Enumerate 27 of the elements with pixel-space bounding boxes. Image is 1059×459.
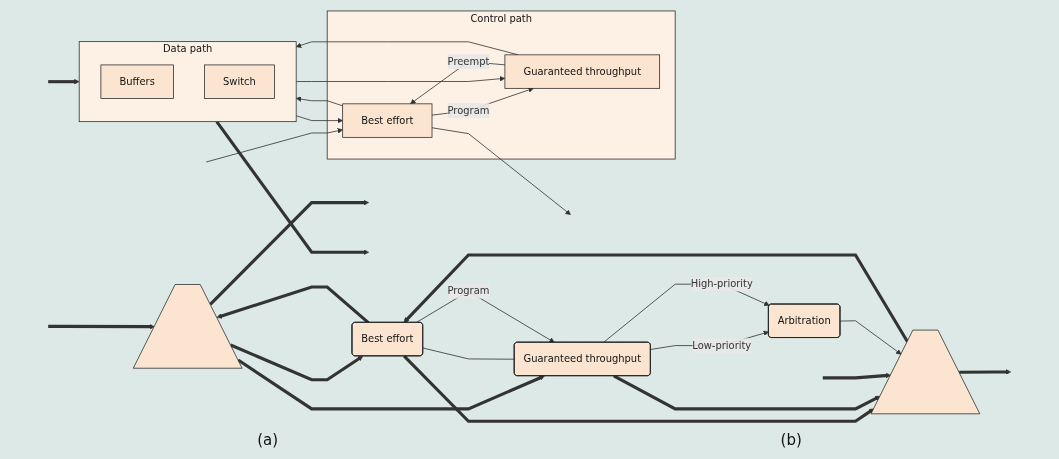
edge-label: Program (447, 103, 490, 119)
edge-label: Preempt (447, 54, 490, 70)
arrow (230, 344, 364, 382)
edge-label: High-priority (690, 277, 753, 292)
arrow (237, 359, 545, 411)
arrow (215, 121, 369, 256)
process-box: Buffers (100, 64, 174, 100)
arrow (48, 79, 80, 85)
process-box: Arbitration (768, 304, 841, 339)
panel-label: (b) (780, 431, 802, 449)
arrow (822, 373, 891, 380)
process-box: Guaranteed throughput (513, 342, 651, 377)
arrow (403, 355, 875, 424)
edge-label: Low-priority (692, 338, 752, 354)
arrow (209, 200, 369, 306)
process-box: Switch (204, 64, 275, 100)
multiplexer-shape (132, 284, 243, 369)
process-box: Guaranteed throughput (504, 54, 661, 90)
multiplexer-shape (870, 330, 981, 415)
process-box: Best effort (342, 103, 433, 139)
arrow (403, 253, 909, 343)
panel-label: (a) (257, 431, 279, 449)
process-box: Best effort (351, 322, 424, 357)
arrow (613, 375, 881, 411)
arrow (959, 369, 1012, 376)
edge-label: Program (447, 284, 490, 300)
arrow (48, 324, 155, 330)
